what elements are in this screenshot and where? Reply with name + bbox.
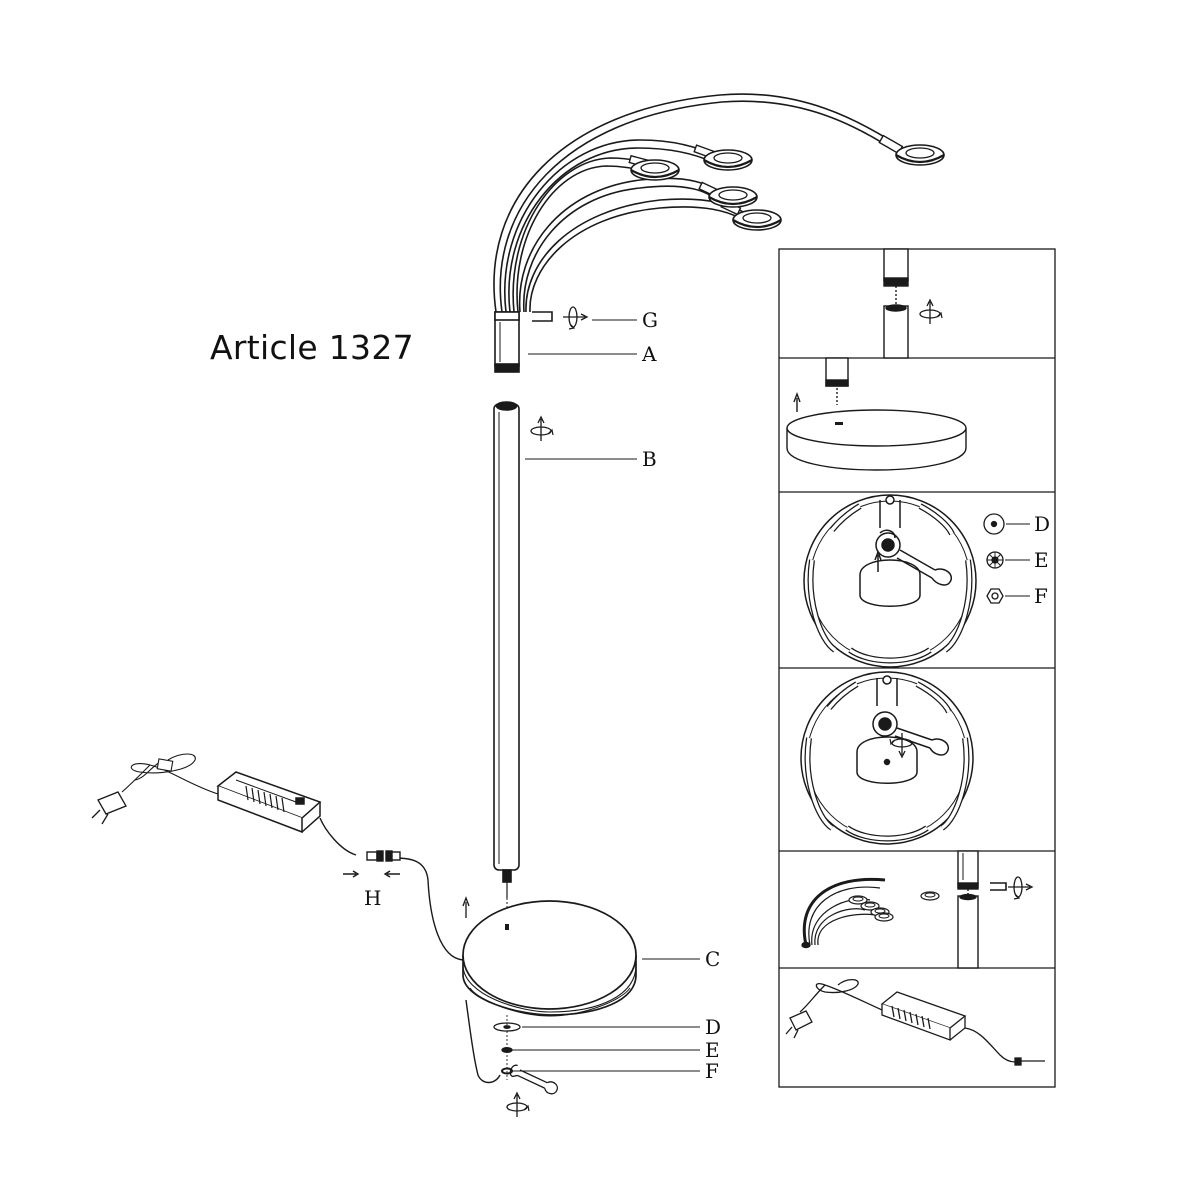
rotate-arrow-icon bbox=[506, 1092, 530, 1118]
callout-labels: G A B C D E F H bbox=[364, 308, 721, 1083]
power-adapter bbox=[216, 771, 322, 834]
power-cable bbox=[319, 817, 501, 1084]
lamp-heads bbox=[629, 143, 946, 232]
step-5-arms bbox=[801, 850, 1033, 969]
nut-icon bbox=[986, 588, 1004, 604]
label-d: D bbox=[705, 1015, 721, 1039]
part-b-pole bbox=[493, 401, 520, 924]
plug-icon bbox=[91, 791, 127, 825]
label-a: A bbox=[641, 342, 657, 366]
adapter-vents bbox=[245, 785, 285, 813]
label-c: C bbox=[705, 947, 720, 971]
step-4-underside bbox=[800, 671, 974, 845]
lamp-head-icon bbox=[702, 148, 754, 172]
part-c-base bbox=[462, 900, 637, 1017]
lamp-head-icon bbox=[894, 143, 946, 167]
step3-label-f: F bbox=[1034, 584, 1048, 608]
step-2-base bbox=[786, 357, 967, 471]
callout-leaders bbox=[512, 319, 700, 1072]
article-title: Article 1327 bbox=[210, 328, 414, 367]
part-a-connector bbox=[494, 311, 520, 373]
step-3-underside bbox=[803, 494, 977, 668]
label-g: G bbox=[642, 308, 658, 332]
main-lamp bbox=[91, 93, 946, 1118]
label-h: H bbox=[364, 886, 381, 910]
step3-label-d: D bbox=[1034, 512, 1050, 536]
label-e: E bbox=[705, 1038, 720, 1062]
connector-h bbox=[343, 850, 401, 878]
lamp-head-icon bbox=[731, 208, 783, 232]
lamp-head-icon bbox=[707, 185, 759, 209]
rotate-arrow-icon bbox=[530, 416, 554, 442]
part-g-detail bbox=[532, 306, 588, 330]
wrench-icon bbox=[509, 1064, 558, 1095]
step-3-labels: D E F bbox=[1034, 512, 1050, 608]
step-6-adapter bbox=[785, 978, 1045, 1066]
lamp-arms bbox=[493, 93, 906, 313]
lamp-head-icon bbox=[629, 158, 681, 182]
step-panels bbox=[778, 248, 1056, 1088]
mains-cord bbox=[121, 753, 219, 795]
step-3-parts bbox=[983, 513, 1030, 604]
insert-arrow-icon bbox=[462, 896, 470, 918]
step3-label-e: E bbox=[1034, 548, 1049, 572]
label-b: B bbox=[642, 447, 657, 471]
step-1-pole-join bbox=[883, 248, 943, 359]
label-f: F bbox=[705, 1059, 719, 1083]
base-fasteners bbox=[493, 1015, 521, 1080]
